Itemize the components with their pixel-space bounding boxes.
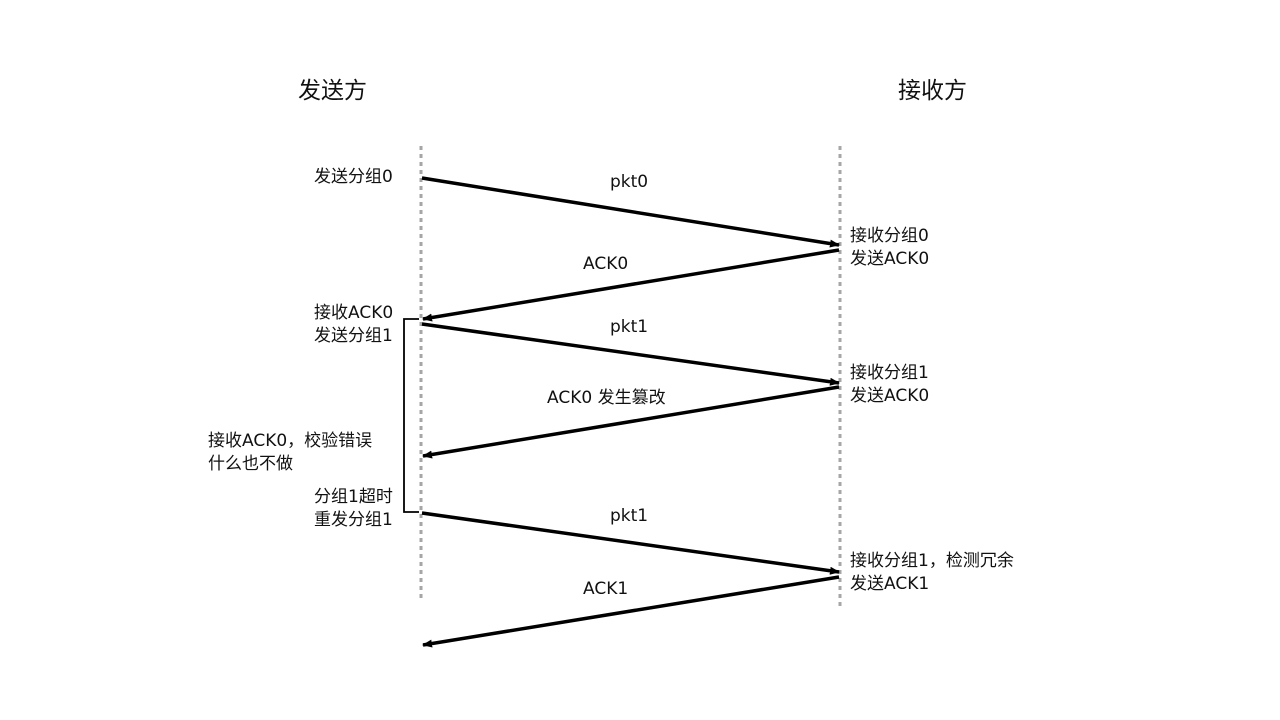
pkt0-arrow <box>421 176 840 248</box>
sender-note-recv-ack0-line2: 发送分组1 <box>314 325 393 346</box>
receiver-note-recv-pkt1-dup: 接收分组1，检测冗余 发送ACK1 <box>850 550 1014 596</box>
receiver-note-recv-pkt0-line1: 接收分组0 <box>850 226 929 246</box>
sender-note-timeout: 分组1超时 重发分组1 <box>314 486 393 532</box>
receiver-note-recv-pkt1-line2: 发送ACK0 <box>850 385 930 406</box>
msg-label-ack1: ACK1 <box>583 579 629 599</box>
receiver-note-recv-pkt1-dup-line2: 发送ACK1 <box>850 573 930 594</box>
sender-note-timeout-line2: 重发分组1 <box>314 509 393 530</box>
pkt1-retx-arrow <box>421 511 840 575</box>
msg-label-pkt1: pkt1 <box>610 317 649 337</box>
timeout-timer-bracket <box>403 318 419 513</box>
pkt1-arrow <box>421 322 840 386</box>
sender-note-corrupt-line2: 什么也不做 <box>208 453 293 474</box>
ack0-corrupt-arrow <box>422 385 840 459</box>
sender-note-corrupt-line1: 接收ACK0，校验错误 <box>208 431 373 451</box>
msg-label-pkt0: pkt0 <box>610 172 649 192</box>
sender-title: 发送方 <box>298 78 367 104</box>
sender-note-send-pkt0: 发送分组0 <box>314 167 393 187</box>
receiver-note-recv-pkt1-dup-line1: 接收分组1，检测冗余 <box>850 551 1014 571</box>
sender-note-timeout-line1: 分组1超时 <box>314 487 393 507</box>
msg-label-ack0-first: ACK0 <box>583 254 629 274</box>
ack1-arrow <box>422 575 840 648</box>
receiver-note-recv-pkt1: 接收分组1 发送ACK0 <box>850 362 929 408</box>
sender-note-recv-ack0: 接收ACK0 发送分组1 <box>314 302 393 348</box>
msg-label-pkt1-retx: pkt1 <box>610 506 649 526</box>
sender-note-corrupt: 接收ACK0，校验错误 什么也不做 <box>208 430 372 476</box>
msg-label-ack0-corrupt: ACK0 发生篡改 <box>547 388 666 408</box>
receiver-note-recv-pkt1-line1: 接收分组1 <box>850 363 929 383</box>
sender-note-recv-ack0-line1: 接收ACK0 <box>314 303 394 323</box>
receiver-note-recv-pkt0: 接收分组0 发送ACK0 <box>850 225 929 271</box>
receiver-note-recv-pkt0-line2: 发送ACK0 <box>850 248 930 269</box>
receiver-title: 接收方 <box>898 78 967 104</box>
ack0-first-arrow <box>422 248 840 322</box>
